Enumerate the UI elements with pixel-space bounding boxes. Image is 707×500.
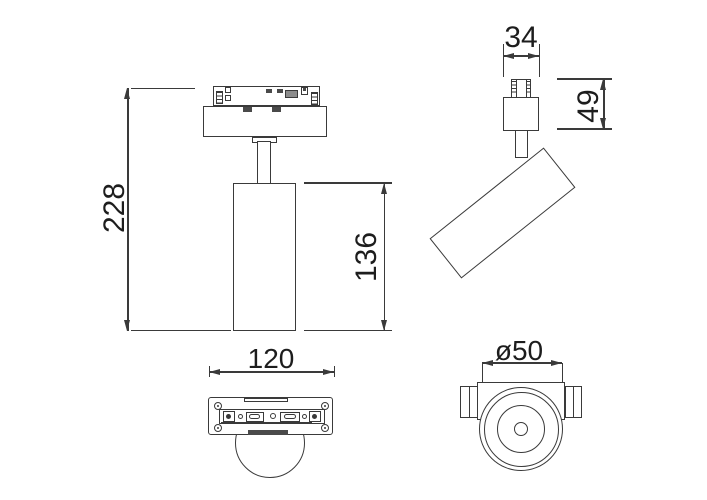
dimension-line — [383, 183, 385, 331]
dimension-line — [603, 79, 605, 129]
extension-line — [561, 363, 563, 382]
extension-line — [502, 44, 504, 77]
base-notch — [248, 430, 288, 435]
adapter-body — [203, 105, 327, 137]
adapter-tab — [243, 107, 252, 112]
lamp-face-center — [514, 422, 528, 436]
arrowhead-right-icon — [528, 52, 539, 59]
contact-detail — [303, 88, 306, 91]
terminal-screw — [312, 413, 317, 419]
connector-strip-edge — [221, 422, 312, 424]
arrowhead-left-icon — [209, 368, 220, 375]
extension-line — [481, 363, 483, 382]
contact-slot-inner — [284, 414, 296, 419]
contact-slot-inner — [249, 414, 260, 419]
contact-detail — [224, 95, 231, 101]
contact-detail — [300, 87, 308, 95]
base-notch — [244, 397, 288, 402]
adapter-body-side — [503, 97, 539, 131]
arrowhead-right-icon — [323, 368, 334, 375]
knob-edge — [525, 80, 527, 97]
extension-line — [131, 330, 231, 332]
lamp-face-ring — [483, 391, 559, 467]
dimension-line — [209, 371, 334, 373]
screw-cross — [216, 426, 219, 429]
arrowhead-down-icon — [600, 118, 607, 129]
arrowhead-up-icon — [124, 88, 131, 99]
extension-line — [304, 182, 392, 184]
screw-cross — [323, 426, 326, 429]
extension-line — [557, 78, 612, 80]
adapter-tab — [272, 107, 281, 112]
mount-tab-edge — [468, 386, 470, 418]
arrowhead-down-icon — [124, 320, 131, 331]
screw-cross — [323, 404, 326, 407]
extension-tick — [333, 366, 335, 377]
knob-edge — [515, 80, 517, 97]
knob-rib — [526, 81, 531, 95]
pin-hole — [301, 413, 307, 419]
power-contact — [215, 90, 223, 104]
stem-side — [514, 130, 528, 158]
dim-label-adapter-width: 34 — [504, 21, 538, 54]
contact-detail — [276, 89, 283, 93]
dimension-line — [503, 55, 539, 57]
extension-line — [538, 44, 540, 77]
lamp-face-lens — [497, 405, 545, 453]
dimension-line — [482, 362, 562, 364]
mount-tab-edge — [572, 386, 574, 418]
dimension-line — [127, 88, 129, 331]
arrowhead-down-icon — [380, 320, 387, 331]
knob-rib — [511, 81, 516, 95]
screw-cross — [216, 404, 219, 407]
arrowhead-right-icon — [551, 359, 562, 366]
lamp-body-cylinder — [233, 183, 296, 331]
extension-line — [557, 128, 612, 130]
contact-detail — [266, 89, 272, 93]
connector-block — [284, 89, 298, 98]
pin-hole — [238, 413, 243, 419]
arrowhead-left-icon — [503, 52, 514, 59]
arrowhead-up-icon — [600, 79, 607, 90]
extension-line — [304, 330, 392, 332]
power-contact — [310, 91, 318, 105]
contact-detail — [224, 86, 231, 93]
terminal-screw — [226, 413, 231, 419]
arrowhead-up-icon — [380, 183, 387, 194]
extension-line — [131, 87, 195, 89]
dim-label-base-length: 120 — [247, 343, 295, 374]
arrowhead-left-icon — [482, 359, 493, 366]
pin-hole — [269, 413, 276, 419]
dim-label-head-diameter: ø50 — [494, 335, 544, 366]
